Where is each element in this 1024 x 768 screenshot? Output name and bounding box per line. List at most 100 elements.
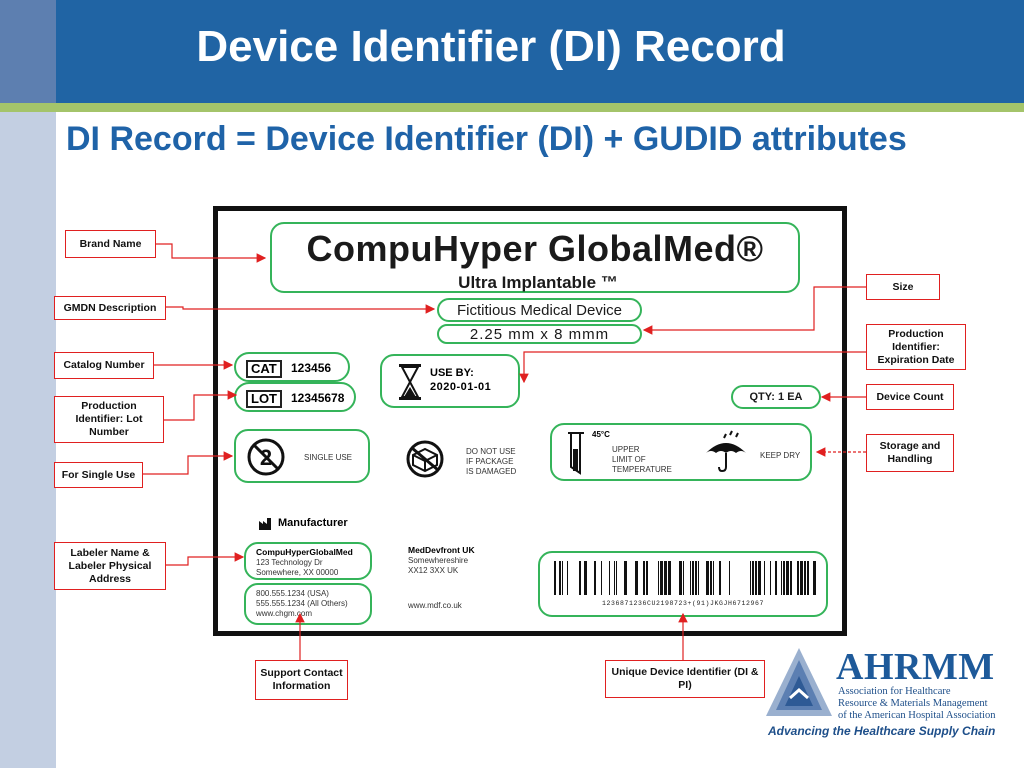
keep-dry-text: KEEP DRY (760, 451, 801, 460)
labeler-name: CompuHyperGlobalMed (256, 547, 353, 557)
damaged-package-icon (406, 440, 444, 478)
do-not-reuse-icon: 2 (247, 438, 285, 476)
barcode-bar (750, 561, 751, 595)
barcode-bar (706, 561, 709, 595)
distributor-web: www.mdf.co.uk (408, 601, 462, 610)
use-by-value: 2020-01-01 (430, 381, 492, 393)
callout-support: Support Contact Information (255, 660, 348, 700)
product-name: Ultra Implantable ™ (458, 273, 618, 292)
barcode-bar (562, 561, 563, 595)
device-label-frame: CompuHyper GlobalMed® Ultra Implantable … (213, 206, 847, 636)
barcode-bar (584, 561, 587, 595)
distributor-address: Somewhereshire XX12 3XX UK (408, 556, 469, 575)
qty-text: QTY: 1 EA (749, 391, 803, 403)
damaged-warning: DO NOT USE IF PACKAGE IS DAMAGED (466, 447, 517, 476)
barcode-bar (668, 561, 671, 595)
temperature-value: 45°C (592, 430, 610, 439)
manufacturer-heading: Manufacturer (278, 517, 348, 529)
callout-udi: Unique Device Identifier (DI & PI) (605, 660, 765, 698)
temperature-limit-icon (568, 432, 584, 475)
ahrmm-logo-icon (766, 648, 832, 716)
ahrmm-slogan: Advancing the Healthcare Supply Chain (768, 724, 996, 738)
callout-lot: Production Identifier: Lot Number (54, 396, 164, 443)
size-box: 2.25 mm x 8 mmm (437, 324, 642, 344)
barcode-bar (800, 561, 803, 595)
contact-box: 800.555.1234 (USA) 555.555.1234 (All Oth… (244, 583, 372, 625)
left-band-top (0, 0, 56, 103)
brand-box: CompuHyper GlobalMed® (270, 222, 800, 293)
slide-title: Device Identifier (DI) Record (196, 22, 786, 71)
keep-dry-icon (706, 430, 746, 473)
barcode-bar (783, 561, 785, 595)
lot-tag: LOT (246, 390, 282, 408)
cat-tag: CAT (246, 360, 282, 378)
barcode-bar (658, 561, 659, 595)
use-by-label: USE BY: (430, 367, 474, 379)
barcode-bar (559, 561, 561, 595)
catalog-box: CAT 123456 (234, 352, 350, 382)
barcode-bar (764, 561, 765, 595)
labeler-box: CompuHyperGlobalMed 123 Technology Dr So… (244, 542, 372, 580)
header-bar (56, 0, 1024, 103)
callout-brand-name: Brand Name (65, 230, 156, 258)
labeler-address: 123 Technology Dr Somewhere, XX 00000 (256, 558, 339, 577)
barcode-bar (567, 561, 568, 595)
ahrmm-tagline: Association for Healthcare Resource & Ma… (838, 686, 996, 721)
size-text: 2.25 mm x 8 mmm (469, 326, 610, 343)
barcode-bar (729, 561, 730, 595)
barcode-bar (624, 561, 627, 595)
barcode-bar (797, 561, 799, 595)
barcode-bar (683, 561, 684, 595)
barcode-bar (790, 561, 792, 595)
left-band (0, 0, 56, 768)
callout-gmdn: GMDN Description (54, 296, 166, 320)
expiration-box: USE BY: 2020-01-01 (380, 354, 520, 408)
barcode-bar (713, 561, 714, 595)
barcode-bar (755, 561, 757, 595)
callout-expiration: Production Identifier: Expiration Date (866, 324, 966, 370)
udi-box: 1236871236CU2198723+(91)JKGJH6712967 (538, 551, 828, 617)
barcode-bar (601, 561, 602, 595)
callout-storage: Storage and Handling (866, 434, 954, 472)
barcode-bar (807, 561, 809, 595)
ahrmm-name: AHRMM (836, 646, 995, 688)
lot-value: 12345678 (291, 391, 345, 405)
header-rule (0, 103, 1024, 112)
callout-device-count: Device Count (866, 384, 954, 410)
callout-labeler: Labeler Name & Labeler Physical Address (54, 542, 166, 590)
barcode-bar (695, 561, 697, 595)
barcode-bar (616, 561, 617, 595)
barcode-bar (786, 561, 789, 595)
barcode-bar (781, 561, 782, 595)
cat-value: 123456 (291, 361, 332, 375)
barcode-bar (635, 561, 638, 595)
barcode-bar (698, 561, 699, 595)
barcode-bar (660, 561, 663, 595)
single-use-box: 2 SINGLE USE (234, 429, 370, 483)
distributor-name: MedDevfront UK (408, 545, 475, 555)
barcode-bar (554, 561, 556, 595)
barcode-text: 1236871236CU2198723+(91)JKGJH6712967 (601, 600, 765, 607)
barcode-bar (710, 561, 712, 595)
hourglass-icon (399, 364, 421, 400)
callout-size: Size (866, 274, 940, 300)
gmdn-box: Fictitious Medical Device (437, 298, 642, 322)
storage-box: 45°C UPPER LIMIT OF TEMPERATURE KEEP DRY (550, 423, 812, 481)
slide-subtitle: DI Record = Device Identifier (DI) + GUD… (66, 120, 907, 158)
barcode-icon (554, 561, 816, 595)
contact-info: 800.555.1234 (USA) 555.555.1234 (All Oth… (256, 589, 348, 618)
barcode-bar (770, 561, 771, 595)
barcode-bar (804, 561, 806, 595)
barcode-bar (813, 561, 816, 595)
barcode-bar (679, 561, 682, 595)
device-label: CompuHyper GlobalMed® Ultra Implantable … (218, 211, 842, 631)
barcode-bar (614, 561, 615, 595)
barcode-bar (752, 561, 754, 595)
barcode-bar (664, 561, 667, 595)
qty-box: QTY: 1 EA (731, 385, 821, 409)
barcode-bar (775, 561, 777, 595)
temperature-limit-text: UPPER LIMIT OF TEMPERATURE (612, 445, 672, 474)
lot-box: LOT 12345678 (234, 382, 356, 412)
barcode-bar (646, 561, 648, 595)
barcode-bar (690, 561, 691, 595)
